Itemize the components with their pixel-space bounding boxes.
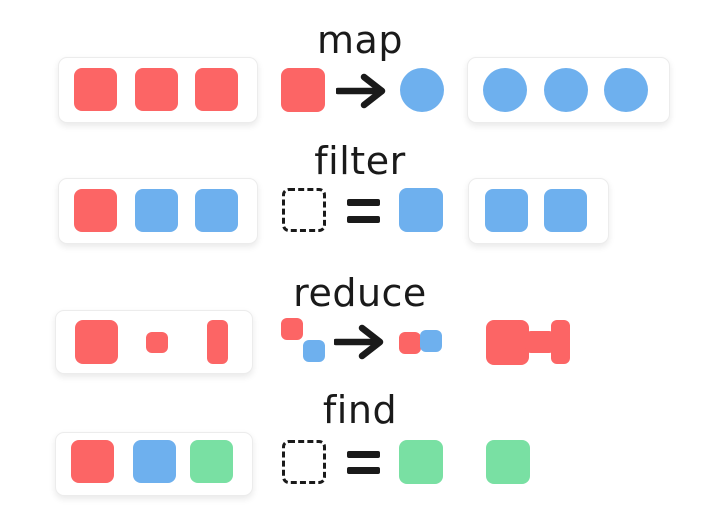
red-square-item	[71, 440, 114, 483]
green-square-operand	[399, 440, 443, 484]
blue-square-item	[544, 189, 587, 232]
red-square-large-item	[75, 320, 118, 364]
dashed-placeholder-square	[282, 440, 326, 484]
red-rect-tall-item	[207, 320, 228, 364]
red-square-item	[195, 68, 238, 111]
blue-square-item	[133, 440, 176, 483]
blue-square-small-operand	[303, 340, 325, 362]
red-square-item	[74, 68, 117, 111]
equals-icon	[347, 451, 380, 458]
blue-square-item	[195, 189, 238, 232]
red-square-item	[135, 68, 178, 111]
green-square-item	[190, 440, 233, 483]
equals-icon	[347, 216, 380, 223]
merged-shape-connector	[525, 331, 555, 353]
green-square-result	[486, 440, 530, 484]
blue-circle-item	[483, 68, 527, 112]
red-square-small-joined	[399, 332, 421, 354]
dashed-placeholder-square	[282, 188, 326, 232]
merged-shape-tall-block	[551, 320, 570, 364]
equals-icon	[347, 199, 380, 206]
blue-square-small-joined	[420, 330, 442, 352]
reduce-label: reduce	[293, 271, 427, 315]
red-square-small-operand	[281, 318, 303, 340]
blue-circle-operand	[400, 68, 444, 112]
equals-icon	[347, 467, 380, 474]
arrow-icon	[334, 324, 384, 360]
blue-square-item	[485, 189, 528, 232]
blue-square-item	[135, 189, 178, 232]
blue-circle-item	[604, 68, 648, 112]
map-label: map	[317, 18, 403, 62]
arrow-icon	[336, 73, 386, 109]
blue-square-operand	[399, 188, 443, 232]
find-label: find	[322, 388, 398, 432]
red-square-small-item	[146, 332, 168, 353]
red-square-item	[74, 189, 117, 232]
filter-label: filter	[314, 139, 406, 183]
red-square-operand	[281, 68, 325, 112]
merged-shape-big-block	[486, 320, 529, 365]
blue-circle-item	[544, 68, 588, 112]
